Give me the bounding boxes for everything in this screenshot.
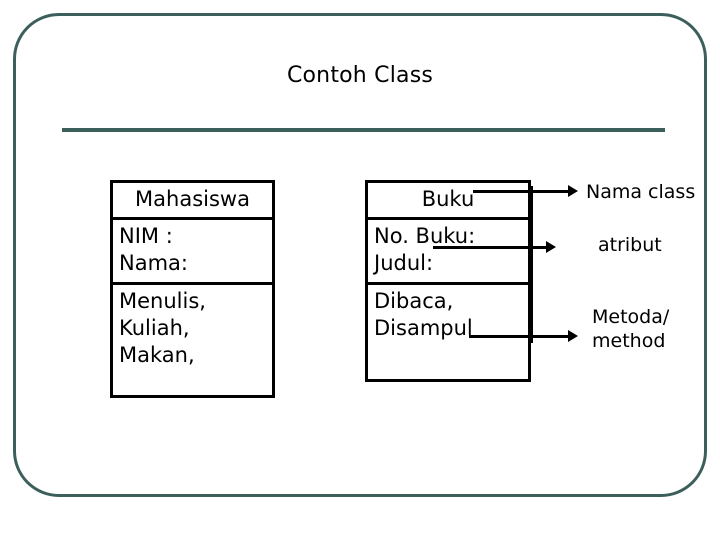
class-name-compartment-buku: Buku <box>421 187 475 211</box>
leader-line-class-name <box>473 190 570 193</box>
class-box-buku[interactable]: Buku No. Buku: Judul: Dibaca, Disampul <box>365 180 531 382</box>
arrow-head-method-icon <box>568 330 578 342</box>
annotation-label-method-line2: method <box>592 329 666 352</box>
attribute-item: No. Buku: <box>374 224 476 248</box>
method-item: Dibaca, <box>374 289 454 314</box>
attribute-item: Nama: <box>119 250 188 275</box>
leader-line-attribute <box>433 246 548 249</box>
method-item: Disampul <box>374 315 473 340</box>
class-name-compartment-mahasiswa: Mahasiswa <box>135 187 250 211</box>
attribute-compartment-buku: No. Buku: Judul: <box>368 217 528 282</box>
attribute-item: NIM : <box>119 224 173 248</box>
attribute-compartment-mahasiswa: NIM : Nama: <box>113 217 272 282</box>
arrow-head-class-name-icon <box>568 185 578 197</box>
annotation-spine-line <box>530 186 533 343</box>
title-divider-rule <box>62 128 665 132</box>
method-item: Kuliah, <box>119 315 190 340</box>
arrow-head-attribute-icon <box>546 241 556 253</box>
page-title: Contoh Class <box>286 63 434 88</box>
leader-line-method <box>469 335 570 338</box>
attribute-item: Judul: <box>374 250 434 275</box>
method-item: Makan, <box>119 342 195 367</box>
method-item: Menulis, <box>119 289 206 314</box>
annotation-label-class-name: Nama class <box>586 181 696 203</box>
slide-frame <box>13 13 707 497</box>
method-compartment-mahasiswa: Menulis, Kuliah, Makan, <box>113 282 272 374</box>
annotation-label-method-line1: Metoda/ <box>592 306 670 328</box>
class-box-mahasiswa[interactable]: Mahasiswa NIM : Nama: Menulis, Kuliah, M… <box>110 180 275 398</box>
annotation-label-attribute: atribut <box>598 234 662 256</box>
method-compartment-buku: Dibaca, Disampul <box>368 282 528 347</box>
annotation-label-method: Metoda/ method <box>592 306 669 354</box>
